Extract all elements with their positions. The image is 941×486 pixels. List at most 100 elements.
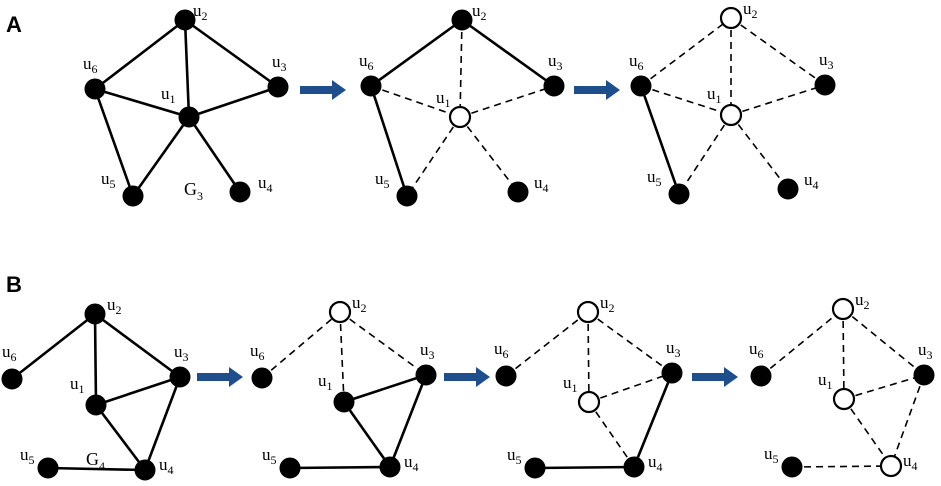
node-b3-u4: [623, 456, 645, 478]
node-label-a3-u3: u3: [819, 50, 834, 72]
node-label-a2-u4: u4: [534, 173, 549, 195]
node-label-b4-u1: u1: [818, 370, 833, 392]
node-label-a1-u3: u3: [272, 52, 287, 74]
edge-a3-u1-u3: [730, 84, 826, 116]
edge-a2-u2-u3: [461, 18, 555, 88]
node-a2-u5: [396, 185, 418, 207]
edge-a1-u1-u3: [188, 85, 279, 119]
edge-b4-u6-u2: [760, 308, 844, 377]
graph-label-g4: G4: [86, 449, 105, 473]
node-b4-u2: [831, 297, 855, 321]
node-label-a3-u6: u6: [629, 51, 644, 73]
transition-arrow-icon: [300, 80, 346, 100]
node-b3-u3: [661, 362, 683, 384]
edge-b2-u1-u4: [342, 401, 392, 468]
node-label-b3-u6: u6: [494, 339, 509, 361]
edge-b2-u1-u3: [343, 373, 427, 404]
node-b4-u3: [913, 364, 935, 386]
edge-a1-u2-u3: [184, 18, 279, 89]
edge-a1-u6-u1: [94, 87, 190, 119]
edge-b2-u2-u3: [339, 311, 427, 376]
node-label-b4-u6: u6: [749, 339, 764, 361]
edge-b3-u5-u4: [534, 465, 635, 470]
node-label-a2-u6: u6: [359, 51, 374, 73]
node-b2-u3: [415, 364, 437, 386]
node-a2-u1: [448, 105, 472, 129]
node-label-a3-u5: u5: [647, 167, 662, 189]
edge-a1-u6-u5: [93, 88, 135, 197]
node-b4-u6: [750, 365, 772, 387]
edge-b1-u1-u3: [95, 375, 181, 407]
node-label-a1-u2: u2: [193, 1, 208, 23]
node-a2-u6: [360, 75, 382, 97]
edge-b2-u3-u4: [388, 374, 428, 468]
edge-b3-u1-u3: [588, 372, 673, 403]
node-b3-u2: [576, 300, 600, 324]
node-label-a2-u1: u1: [436, 88, 451, 110]
node-b3-u5: [524, 457, 546, 479]
node-a1-u6: [84, 78, 106, 100]
node-label-b4-u4: u4: [903, 451, 918, 473]
edge-a1-u1-u4: [187, 116, 242, 193]
edge-b1-u3-u4: [143, 376, 182, 471]
edge-a2-u6-u1: [370, 85, 461, 118]
node-label-b2-u6: u6: [250, 341, 265, 363]
node-label-a1-u1: u1: [161, 84, 176, 106]
node-label-b1-u4: u4: [159, 455, 174, 477]
node-label-a1-u4: u4: [258, 173, 273, 195]
transition-arrow-icon: [444, 367, 490, 387]
node-label-b3-u2: u2: [600, 293, 615, 315]
node-b2-u2: [328, 300, 352, 324]
node-label-b3-u1: u1: [563, 373, 578, 395]
node-b4-u4: [879, 454, 903, 478]
node-a1-u5: [122, 185, 144, 207]
node-b1-u5: [37, 457, 59, 479]
transition-arrow-icon: [574, 80, 620, 100]
edge-b4-u2-u3: [842, 308, 925, 376]
node-label-a3-u4: u4: [804, 170, 819, 192]
edge-b4-u3-u4: [890, 374, 925, 467]
node-b1-u1: [85, 394, 107, 416]
node-label-a2-u3: u3: [548, 51, 563, 73]
node-b2-u5: [279, 457, 301, 479]
node-a2-u3: [543, 75, 565, 97]
node-label-b1-u1: u1: [70, 374, 85, 396]
edge-b2-u2-u1: [339, 311, 345, 403]
node-a1-u2: [174, 9, 196, 31]
edge-b1-u1-u4: [94, 404, 147, 471]
edge-b3-u2-u1: [587, 311, 590, 403]
edge-a1-u1-u5: [131, 116, 191, 197]
transition-arrow-icon: [197, 367, 243, 387]
node-a2-u2: [451, 9, 473, 31]
node-label-b1-u5: u5: [20, 445, 35, 467]
node-label-b3-u5: u5: [507, 445, 522, 467]
edge-b3-u1-u4: [588, 401, 635, 468]
edge-b4-u2-u1: [842, 308, 845, 400]
edge-b1-u6-u2: [11, 312, 96, 381]
node-b2-u6: [251, 367, 273, 389]
edge-b1-u2-u1: [93, 313, 98, 406]
node-b4-u1: [832, 387, 856, 411]
edge-b1-u5-u4: [47, 466, 146, 472]
edge-a3-u1-u5: [678, 114, 732, 195]
graph-label-g3: G3: [184, 179, 203, 203]
node-label-b2-u3: u3: [420, 340, 435, 362]
transition-arrow-icon: [692, 367, 738, 387]
node-label-b2-u4: u4: [404, 452, 419, 474]
node-b3-u6: [495, 365, 517, 387]
node-label-a1-u6: u6: [83, 54, 98, 76]
edge-a2-u1-u5: [406, 116, 461, 197]
edge-a3-u2-u3: [730, 17, 826, 86]
node-a1-u1: [178, 106, 200, 128]
node-a3-u2: [719, 6, 743, 30]
edge-a3-u6-u1: [640, 85, 732, 116]
edge-a2-u6-u5: [369, 85, 409, 197]
node-a2-u4: [507, 181, 529, 203]
node-label-b4-u5: u5: [764, 444, 779, 466]
edge-b4-u1-u4: [843, 398, 892, 467]
edge-a3-u6-u5: [639, 85, 681, 195]
node-label-a1-u5: u5: [101, 169, 116, 191]
node-b1-u3: [169, 366, 191, 388]
edge-b4-u1-u3: [843, 374, 925, 400]
node-b2-u1: [333, 391, 355, 413]
